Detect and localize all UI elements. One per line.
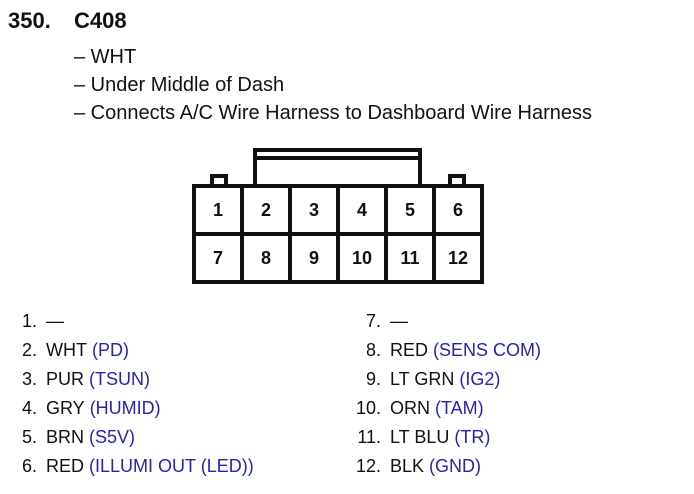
- detail-connects: – Connects A/C Wire Harness to Dashboard…: [74, 102, 592, 124]
- pin-list-left: 1. — 2. WHT(PD) 3. PUR(TSUN) 4. GRY(HUMID) 5…: [0, 307, 254, 481]
- pin-wire-color: LT BLU: [390, 427, 450, 447]
- connector-notch-left: [210, 174, 228, 186]
- pin-row: 12. BLK(GND): [340, 452, 541, 481]
- pin-row: 11. LT BLU(TR): [340, 423, 541, 452]
- pin-wire-color: GRY: [46, 398, 85, 418]
- cavity-label: 12: [448, 248, 468, 268]
- cavity-label: 6: [453, 200, 463, 220]
- pin-signal: (HUMID): [89, 398, 161, 418]
- pin-signal: (GND): [429, 456, 482, 476]
- pin-number: 8.: [365, 340, 381, 360]
- pin-signal: (TR): [454, 427, 491, 447]
- pin-number: 2.: [21, 340, 37, 360]
- pin-wire-color: LT GRN: [390, 369, 455, 389]
- pin-signal: (IG2): [459, 369, 501, 389]
- pin-number: 4.: [21, 398, 37, 418]
- pin-number: 10.: [355, 398, 381, 418]
- cavity-label: 1: [213, 200, 223, 220]
- connector-id: C408: [74, 8, 127, 33]
- cavity-label: 4: [357, 200, 367, 220]
- pin-row: 6. RED(ILLUMI OUT (LED)): [0, 452, 254, 481]
- pin-row: 10. ORN(TAM): [340, 394, 541, 423]
- detail-location: – Under Middle of Dash: [74, 74, 285, 96]
- cavity-label: 9: [309, 248, 319, 268]
- pin-signal: (TAM): [435, 398, 484, 418]
- cavity-label: 7: [213, 248, 223, 268]
- pin-signal: (TSUN): [89, 369, 151, 389]
- pin-row: 4. GRY(HUMID): [0, 394, 254, 423]
- pin-signal: (ILLUMI OUT (LED)): [89, 456, 254, 476]
- pin-number: 6.: [21, 456, 37, 476]
- pin-row: 2. WHT(PD): [0, 336, 254, 365]
- pin-wire-color: PUR: [46, 369, 85, 389]
- pin-wire-color: —: [46, 311, 64, 331]
- cavity-label: 2: [261, 200, 271, 220]
- pin-wire-color: ORN: [390, 398, 430, 418]
- pin-wire-color: WHT: [46, 340, 87, 360]
- pin-wire-color: BLK: [390, 456, 425, 476]
- pin-wire-color: BRN: [46, 427, 85, 447]
- cavity-label: 5: [405, 200, 415, 220]
- pin-wire-color: RED: [390, 340, 429, 360]
- pin-signal: (PD): [91, 340, 129, 360]
- pin-number: 9.: [365, 369, 381, 389]
- cavity-label: 10: [352, 248, 372, 268]
- pin-wire-color: RED: [46, 456, 85, 476]
- cavity-label: 8: [261, 248, 271, 268]
- pin-wire-color: —: [390, 311, 408, 331]
- pin-number: 11.: [357, 427, 381, 447]
- connector-lock-tab: [253, 148, 422, 188]
- page-title: 350. C408: [8, 6, 127, 36]
- pin-number: 5.: [21, 427, 37, 447]
- cavity-label: 11: [400, 248, 419, 268]
- connector-diagram: 1 2 3 4 5 6 7 8 9 10 11 12: [192, 148, 484, 284]
- pin-row: 9. LT GRN(IG2): [340, 365, 541, 394]
- pin-number: 1.: [21, 311, 37, 331]
- pin-number: 7.: [365, 311, 381, 331]
- pin-number: 3.: [21, 369, 37, 389]
- pin-row: 7. —: [340, 307, 541, 336]
- connector-index: 350.: [8, 8, 51, 33]
- cavity-label: 3: [309, 200, 319, 220]
- pin-number: 12.: [355, 456, 381, 476]
- pin-list-right: 7. — 8. RED(SENS COM) 9. LT GRN(IG2) 10. ORN…: [340, 307, 541, 481]
- pin-row: 1. —: [0, 307, 254, 336]
- detail-color: – WHT: [74, 46, 137, 68]
- pin-signal: (S5V): [89, 427, 136, 447]
- pin-signal: (SENS COM): [433, 340, 542, 360]
- pin-row: 5. BRN(S5V): [0, 423, 254, 452]
- connector-details: – WHT – Under Middle of Dash – Connects …: [74, 43, 592, 127]
- connector-notch-right: [448, 174, 466, 186]
- pin-row: 8. RED(SENS COM): [340, 336, 541, 365]
- pin-row: 3. PUR(TSUN): [0, 365, 254, 394]
